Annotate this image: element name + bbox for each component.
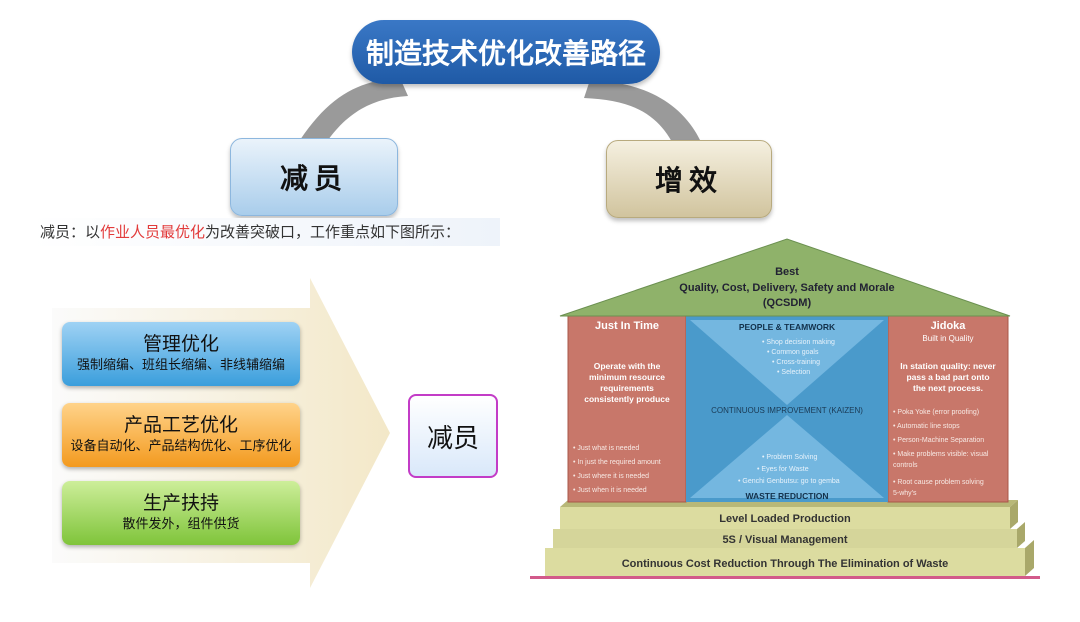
pillar-jidoka <box>887 315 1009 503</box>
desc-prefix: 减员：以 <box>40 223 101 241</box>
measure-support: 生产扶持 散件发外，组件供货 <box>62 481 300 545</box>
jit-desc: Operate with the <box>594 361 661 371</box>
jidoka-subtitle: Built in Quality <box>922 334 973 343</box>
jit-desc: requirements <box>600 383 654 393</box>
step-text-3: Continuous Cost Reduction Through The El… <box>622 558 949 570</box>
measure-management: 管理优化 强制缩编、班组长缩编、非线辅缩编 <box>62 322 300 386</box>
jit-bullet: • Just where it is needed <box>573 473 649 480</box>
jit-bullet: • In just the required amount <box>573 459 661 466</box>
jidoka-bullet: controls <box>893 462 918 469</box>
people-teamwork: PEOPLE & TEAMWORK <box>739 322 836 332</box>
page-title: 制造技术优化改善路径 <box>352 20 660 84</box>
desc-suffix: 为改善突破口，工作重点如下图所示： <box>205 223 461 241</box>
roof-line-2: Quality, Cost, Delivery, Safety and Mora… <box>679 282 894 294</box>
jidoka-bullet: • Root cause problem solving <box>893 479 984 486</box>
desc-highlight: 作业人员最优化 <box>100 223 206 241</box>
jit-bullet: • Just when it is needed <box>573 487 647 494</box>
measure-detail: 强制缩编、班组长缩编、非线辅缩编 <box>76 358 285 373</box>
people-item: • Selection <box>777 369 810 376</box>
jidoka-desc: the next process. <box>913 383 983 393</box>
jidoka-desc: pass a bad part onto <box>906 372 989 382</box>
roof-line-3: (QCSDM) <box>763 297 812 309</box>
measure-title: 产品工艺优化 <box>123 414 238 436</box>
waste-item: • Genchi Genbutsu: go to gemba <box>738 478 840 485</box>
continuous-improvement: CONTINUOUS IMPROVEMENT (KAIZEN) <box>711 406 863 415</box>
measure-title: 管理优化 <box>142 333 219 355</box>
people-item: • Cross-training <box>772 359 820 366</box>
pillar-jit <box>567 315 687 503</box>
jidoka-bullet: 5-why's <box>893 490 917 497</box>
arrow-target-box: 减员 <box>408 394 498 478</box>
jit-title: Just In Time <box>595 320 659 332</box>
people-item: • Common goals <box>767 349 819 356</box>
jit-desc: consistently produce <box>584 394 670 404</box>
jit-desc: minimum resource <box>589 372 665 382</box>
jidoka-bullet: • Make problems visible: visual <box>893 451 989 458</box>
waste-reduction: WASTE REDUCTION <box>745 491 828 501</box>
jidoka-bullet: • Automatic line stops <box>893 423 960 430</box>
increase-efficiency-box: 增效 <box>606 140 772 218</box>
jidoka-bullet: • Poka Yoke (error proofing) <box>893 409 979 416</box>
measure-detail: 散件发外，组件供货 <box>122 517 240 532</box>
step-text-2: 5S / Visual Management <box>722 534 847 546</box>
tps-house-diagram: Best Quality, Cost, Delivery, Safety and… <box>530 238 1040 579</box>
jidoka-bullet: • Person-Machine Separation <box>893 437 984 444</box>
jidoka-desc: In station quality: never <box>900 361 996 371</box>
roof <box>559 238 1011 317</box>
people-item: • Shop decision making <box>762 339 835 346</box>
step-text-1: Level Loaded Production <box>719 513 851 525</box>
step-level-loaded <box>560 507 1010 529</box>
step-cost-reduction <box>545 548 1025 576</box>
jit-bullet: • Just what is needed <box>573 445 639 452</box>
waste-item: • Eyes for Waste <box>757 466 809 473</box>
step-5s <box>553 529 1017 548</box>
description-text: 减员：以作业人员最优化为改善突破口，工作重点如下图所示： <box>30 218 500 246</box>
reduce-staff-box: 减员 <box>230 138 398 216</box>
measure-process: 产品工艺优化 设备自动化、产品结构优化、工序优化 <box>62 403 300 467</box>
measure-detail: 设备自动化、产品结构优化、工序优化 <box>70 439 292 454</box>
jidoka-title: Jidoka <box>931 320 967 332</box>
measure-title: 生产扶持 <box>142 492 219 514</box>
roof-line-1: Best <box>775 266 799 278</box>
waste-item: • Problem Solving <box>762 454 817 461</box>
